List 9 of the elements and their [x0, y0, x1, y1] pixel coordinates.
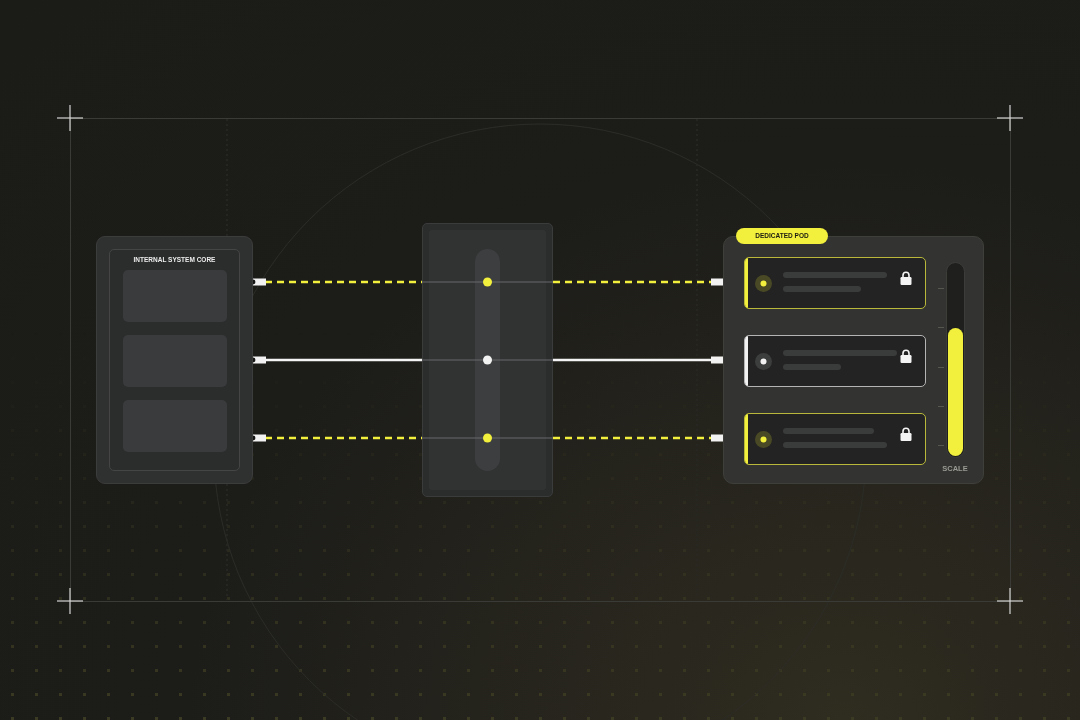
- cable-connector: [553, 278, 723, 286]
- cable-connector: [553, 356, 723, 364]
- pod-row-card: [744, 335, 926, 387]
- pod-row-card: [744, 413, 926, 465]
- core-card: [96, 236, 253, 484]
- cable-connector: [253, 356, 422, 364]
- router-panel: [422, 223, 553, 497]
- cable-connector: [553, 434, 723, 442]
- pod-row-card: [744, 257, 926, 309]
